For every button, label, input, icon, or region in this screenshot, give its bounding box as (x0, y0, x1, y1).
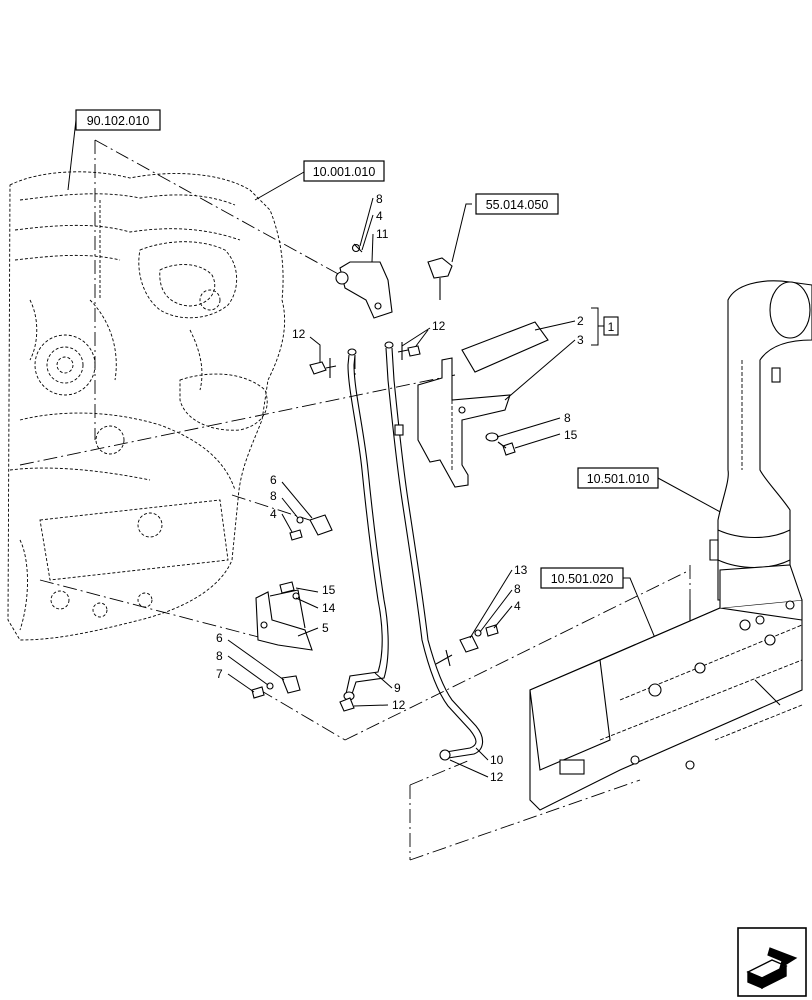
callout-8: 8 (514, 582, 521, 596)
ref-label-10-001-010: 10.001.010 (313, 165, 376, 179)
clamp-12-mid (397, 342, 421, 360)
callout-12: 12 (432, 319, 446, 333)
fitting-12-lower (339, 697, 355, 712)
sensor-part (427, 257, 453, 300)
muffler-assembly (529, 564, 803, 811)
callout-15: 15 (564, 428, 578, 442)
clip-6-lower (251, 675, 301, 699)
bracket-5 (255, 581, 313, 651)
callout-4: 4 (376, 209, 383, 223)
callout-2: 2 (577, 314, 584, 328)
callout-8: 8 (564, 411, 571, 425)
clip-6-upper (289, 514, 333, 541)
callout-14: 14 (322, 601, 336, 615)
hardware-8-15-right (485, 432, 516, 456)
group-box (603, 316, 619, 336)
ref-label-90-102-010: 90.102.010 (87, 114, 150, 128)
bracket-11 (335, 243, 393, 319)
clamp-12-left (309, 358, 337, 378)
callout-13: 13 (514, 563, 528, 577)
ref-box-10-001-010[interactable]: 10.001.010 (303, 160, 385, 182)
ref-box-55-014-050[interactable]: 55.014.050 (475, 193, 559, 215)
callout-6: 6 (270, 473, 277, 487)
callout-12: 12 (490, 770, 504, 784)
ref-box-90-102-010[interactable]: 90.102.010 (75, 109, 161, 131)
pipe-9 (343, 348, 389, 701)
callout-8: 8 (270, 489, 277, 503)
bracket-2-3 (417, 321, 549, 488)
engine-assembly (7, 171, 286, 641)
callout-12: 12 (392, 698, 406, 712)
callout-15: 15 (322, 583, 336, 597)
callout-8: 8 (216, 649, 223, 663)
callout-7: 7 (216, 667, 223, 681)
callout-8: 8 (376, 192, 383, 206)
callout-9: 9 (394, 681, 401, 695)
callout-4: 4 (514, 599, 521, 613)
ref-label-10-501-010: 10.501.010 (587, 472, 650, 486)
callout-12: 12 (292, 327, 306, 341)
group-bracket: 1 (591, 307, 619, 346)
callout-3: 3 (577, 333, 584, 347)
callout-numbers: 8 4 11 12 12 2 3 8 15 6 8 4 15 14 5 6 8 … (216, 192, 584, 784)
group-label: 1 (608, 320, 615, 334)
ref-label-55-014-050: 55.014.050 (486, 198, 549, 212)
ref-box-10-501-010[interactable]: 10.501.010 (577, 467, 659, 489)
callout-4: 4 (270, 507, 277, 521)
pipe-10 (384, 341, 484, 761)
callout-6: 6 (216, 631, 223, 645)
exhaust-pipe (709, 280, 812, 601)
callout-10: 10 (490, 753, 504, 767)
ref-box-10-501-020[interactable]: 10.501.020 (540, 567, 624, 589)
callout-11: 11 (376, 227, 389, 241)
callout-leaders (227, 197, 576, 778)
ref-label-10-501-020: 10.501.020 (551, 572, 614, 586)
next-page-arrow-icon[interactable] (737, 927, 807, 997)
callout-5: 5 (322, 621, 329, 635)
clamp-13 (435, 624, 499, 667)
